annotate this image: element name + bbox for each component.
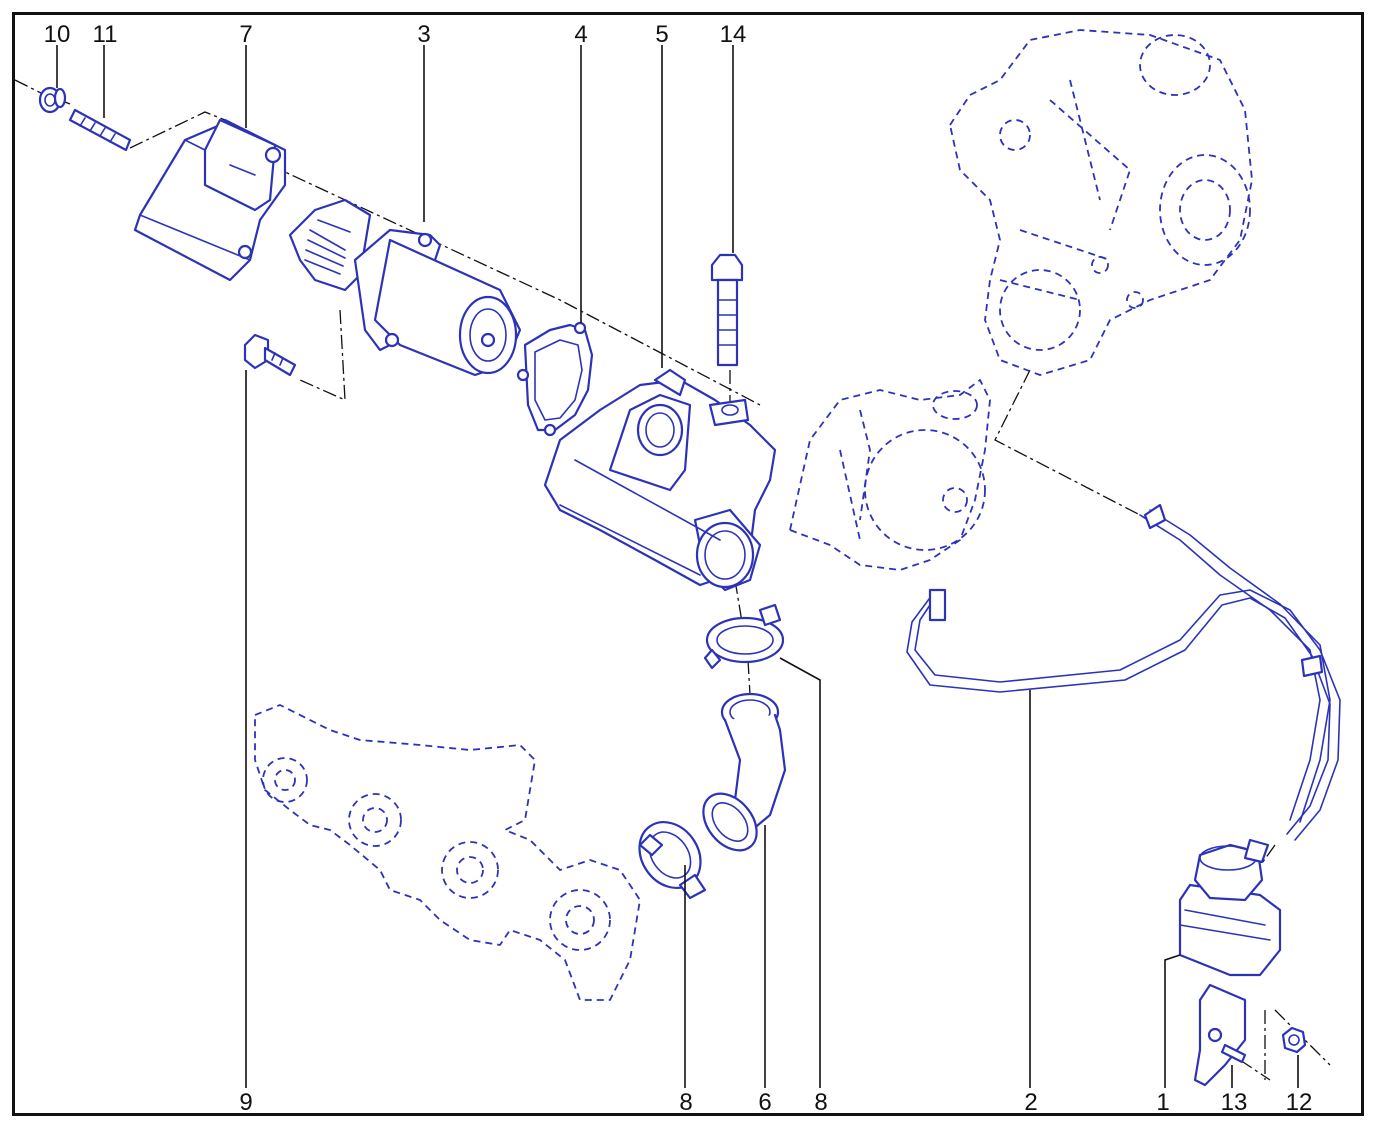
callout-3: 3	[417, 21, 430, 48]
part-7-heat-shield	[133, 118, 287, 282]
part-4-gasket	[516, 321, 594, 437]
part-12-nut	[1281, 1026, 1307, 1054]
callout-10: 10	[44, 21, 71, 48]
callout-7: 7	[239, 21, 252, 48]
callout-8-lower: 8	[679, 1089, 692, 1116]
leader-lines	[56, 45, 1299, 1088]
callout-4: 4	[574, 21, 587, 48]
part-1-solenoid	[1178, 838, 1282, 977]
callout-14: 14	[720, 21, 747, 48]
part-9-bolt	[243, 333, 297, 377]
part-11-stud	[68, 108, 132, 152]
part-8-upper-clamp	[703, 603, 785, 670]
exhaust-manifold-ghost	[254, 704, 641, 1001]
callout-numbers: 10 11 7 3 4 5 14 9 8 6 8 2 1 13 12	[44, 21, 1313, 1116]
callout-9: 9	[239, 1089, 252, 1116]
part-10-nut	[38, 86, 67, 114]
part-14-bolt	[710, 253, 744, 367]
part-2-vacuum-hose	[906, 503, 1341, 841]
vacuum-pump-ghost	[789, 379, 991, 571]
callout-11: 11	[93, 21, 118, 48]
part-6-pipe	[702, 692, 787, 852]
callout-13: 13	[1221, 1089, 1248, 1116]
callout-1: 1	[1156, 1089, 1169, 1116]
diagram-frame	[12, 12, 1364, 1116]
turbocharger-ghost	[949, 29, 1253, 376]
callout-6: 6	[758, 1089, 771, 1116]
callout-2: 2	[1024, 1089, 1037, 1116]
callout-12: 12	[1286, 1089, 1313, 1116]
part-5-egr-housing	[543, 368, 777, 592]
part-13-bracket	[1193, 983, 1247, 1087]
callout-5: 5	[655, 21, 668, 48]
part-8-lower-clamp	[638, 821, 707, 900]
callout-8-upper: 8	[814, 1089, 827, 1116]
part-3-egr-valve	[288, 198, 522, 377]
